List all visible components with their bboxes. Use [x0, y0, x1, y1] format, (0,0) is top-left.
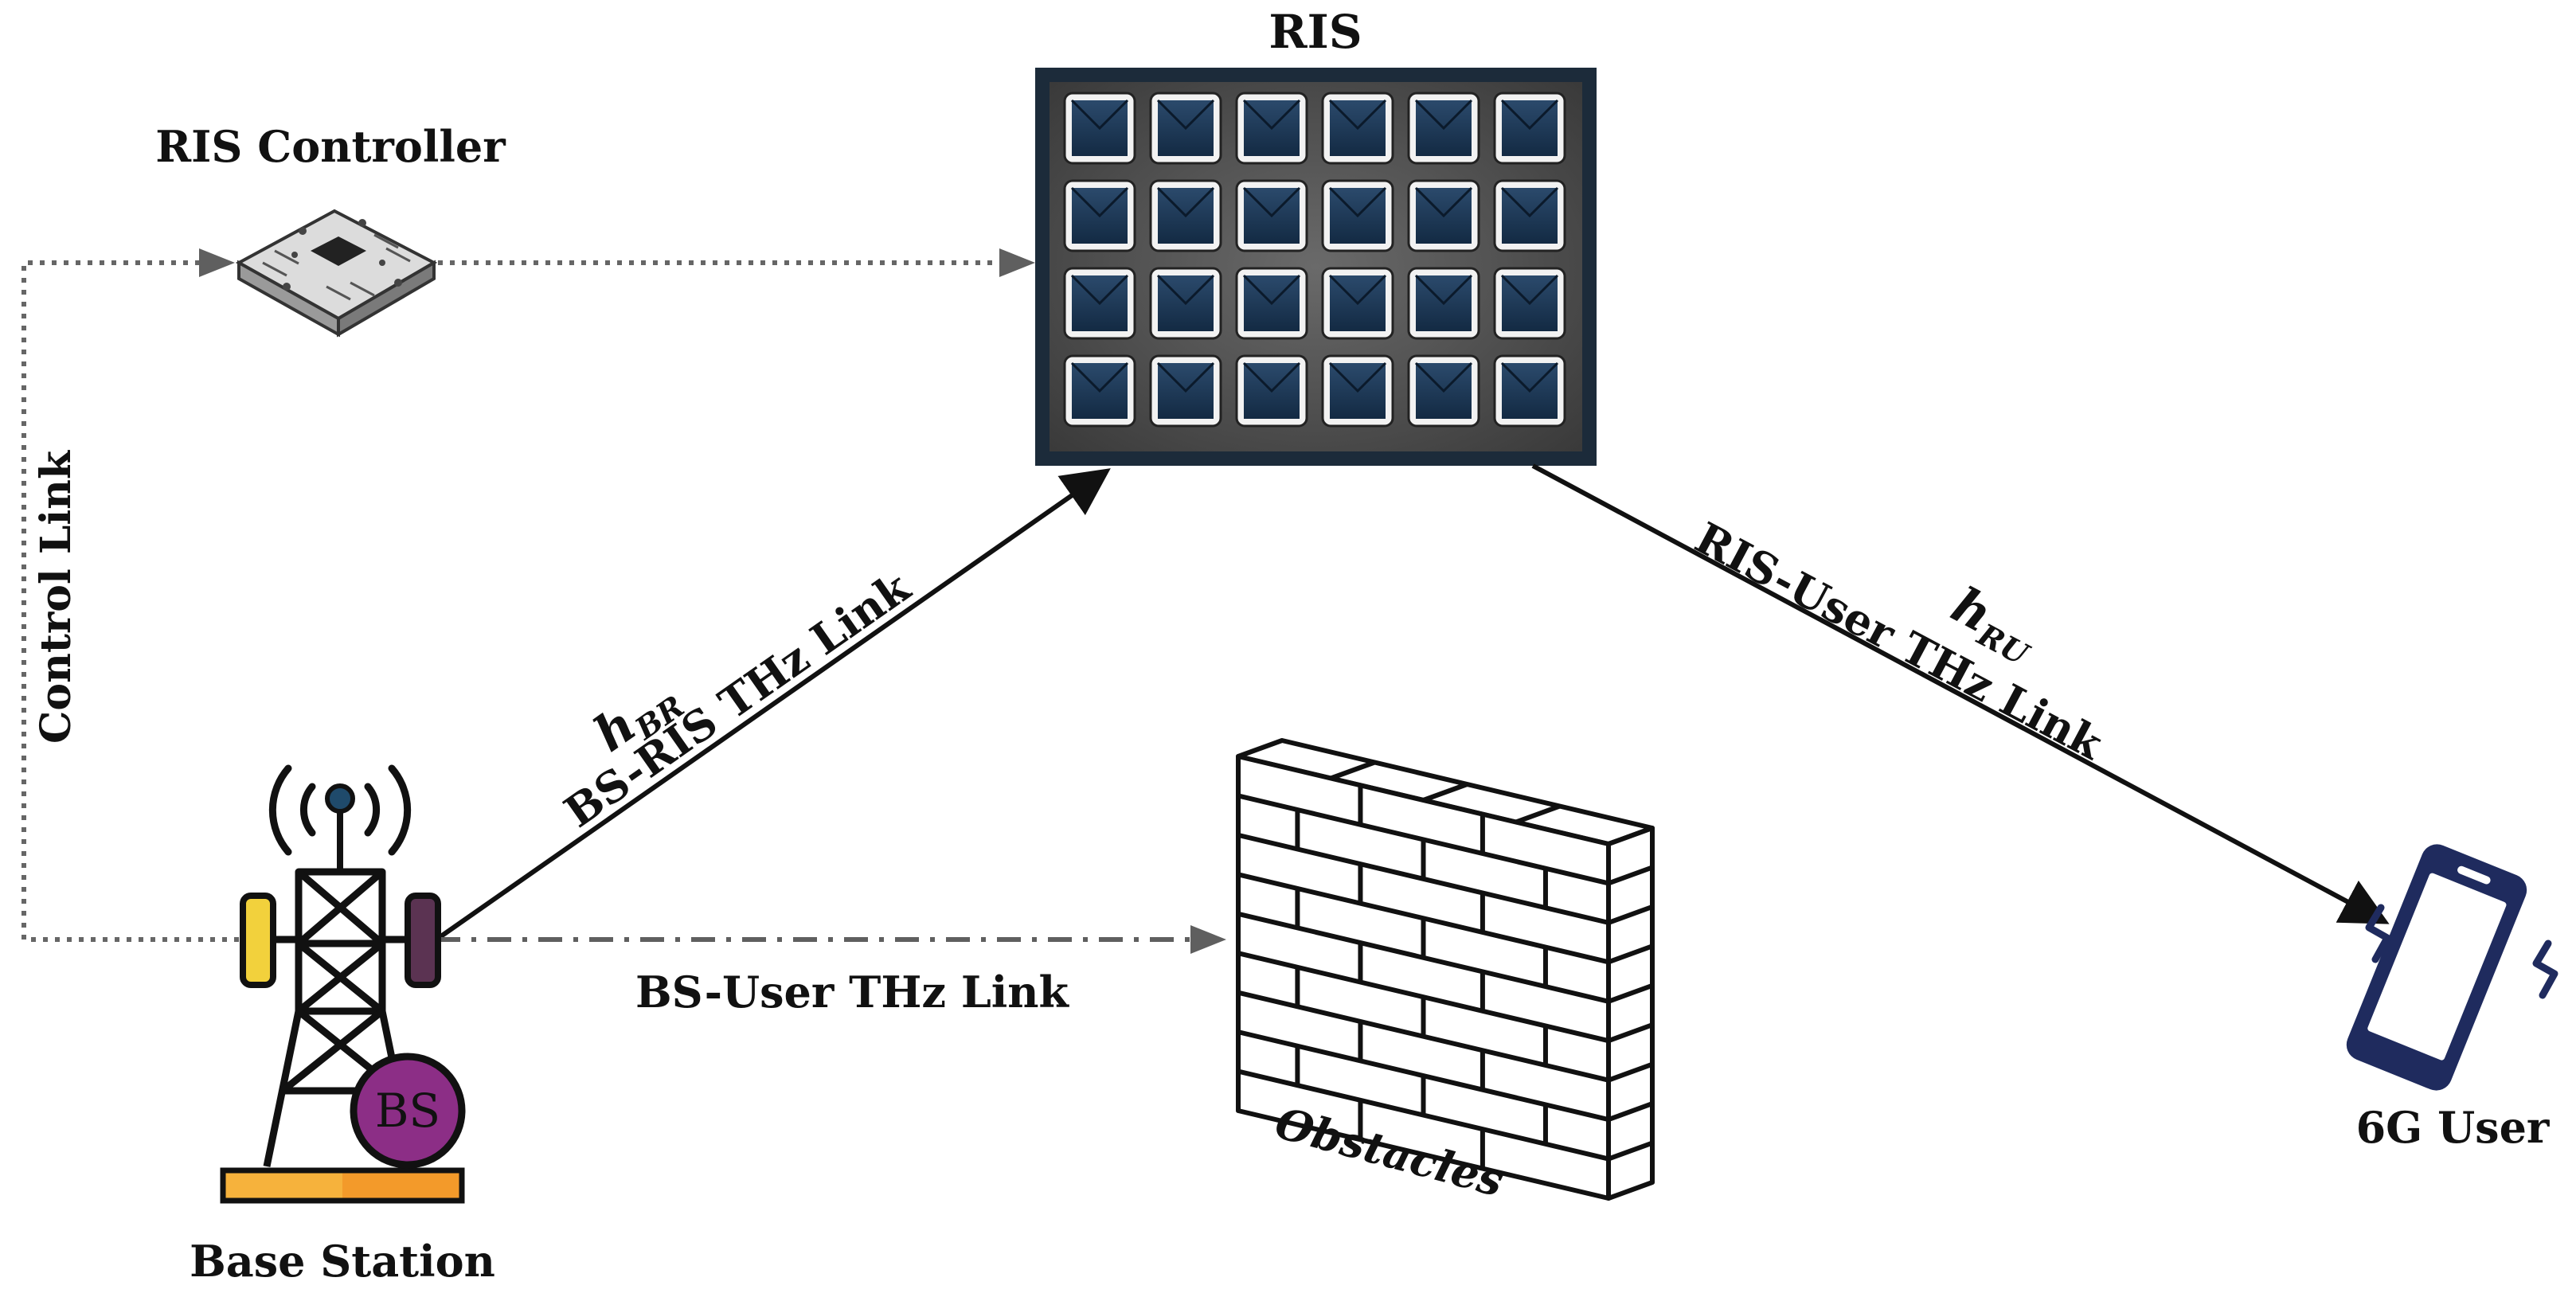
bs-antenna-right [405, 893, 441, 988]
ris-element [1149, 92, 1222, 165]
ris-element [1321, 179, 1394, 252]
ris-element [1493, 92, 1566, 165]
ris-element [1235, 92, 1308, 165]
user-label: 6G User [2356, 1102, 2550, 1153]
phone-vibration-icon [2365, 904, 2558, 999]
bs-ris-link-arrow [435, 468, 1111, 942]
control-link [21, 260, 1015, 942]
ris-element [1235, 267, 1308, 340]
bs-ris-link-labels: hBR BS-RIS THz Link [555, 561, 920, 837]
obstacle-wall-icon [1236, 738, 1655, 1201]
ris-element [1493, 267, 1566, 340]
control-link-label: Control Link [32, 450, 80, 744]
phone-icon [2346, 844, 2527, 1091]
bs-antenna-left [240, 893, 276, 988]
ris-element [1407, 354, 1480, 428]
ris-element [1235, 354, 1308, 428]
ris-user-link-label: RIS-User THz Link [1687, 512, 2112, 770]
ris-element [1063, 267, 1136, 340]
ris-user-link-arrow [1531, 463, 2390, 924]
ris-element [1063, 179, 1136, 252]
ris-element [1063, 92, 1136, 165]
ris-element [1407, 267, 1480, 340]
ris-user-link-labels: hRU RIS-User THz Link [1687, 512, 2112, 770]
ris-controller-label: RIS Controller [155, 121, 506, 172]
control-arrowhead-ris [999, 248, 1035, 277]
ris-element [1149, 267, 1222, 340]
ris-label: RIS [1268, 5, 1362, 59]
base-station-icon [220, 764, 466, 1204]
ris-element [1493, 179, 1566, 252]
ris-element [1063, 354, 1136, 428]
bs-badge-label: BS [375, 1084, 440, 1138]
ris-element [1235, 179, 1308, 252]
ris-panel [1035, 68, 1597, 466]
ris-controller-icon [235, 209, 438, 338]
ris-element [1321, 267, 1394, 340]
ris-element [1149, 354, 1222, 428]
base-station-label: Base Station [190, 1236, 495, 1287]
ris-element [1149, 179, 1222, 252]
ris-element [1321, 354, 1394, 428]
bs-badge [350, 1053, 466, 1169]
ris-element-grid [1063, 92, 1566, 428]
bs-user-link-label: BS-User THz Link [635, 967, 1070, 1018]
ris-element [1493, 354, 1566, 428]
ris-element [1321, 92, 1394, 165]
ris-element [1407, 92, 1480, 165]
ris-element [1407, 179, 1480, 252]
control-arrowhead-controller [199, 248, 235, 277]
bs-user-arrowhead [1190, 925, 1226, 954]
